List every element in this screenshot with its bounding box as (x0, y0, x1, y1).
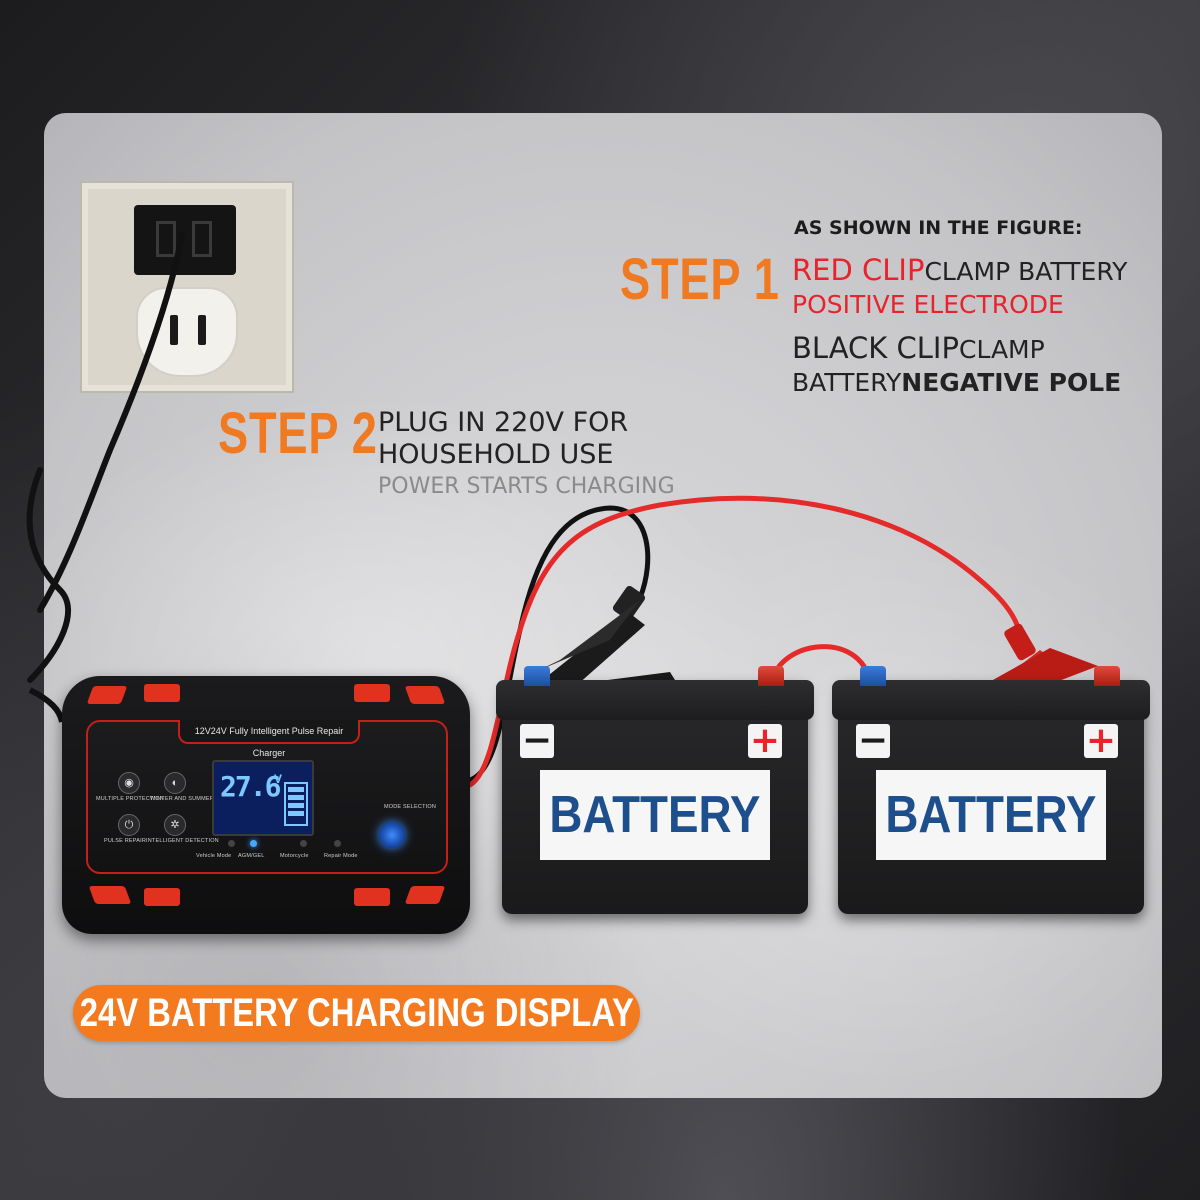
step2-line1: PLUG IN 220V FOR (378, 407, 629, 438)
charging-display-banner: 24V BATTERY CHARGING DISPLAY (73, 985, 640, 1041)
battery-lid (496, 680, 814, 720)
battery-right: − + BATTERY (832, 666, 1150, 914)
step1-black-clip-line: BLACK CLIPCLAMP (792, 332, 1045, 366)
charger-vent (404, 886, 446, 904)
battery-left: − + BATTERY (496, 666, 814, 914)
bridge-cable (769, 644, 873, 685)
charger-vent (144, 684, 180, 702)
red-clip-rest: CLAMP BATTERY (924, 257, 1128, 286)
mode-label: Vehicle Mode (196, 853, 232, 859)
positive-terminal (1094, 666, 1120, 686)
step1-intro: AS SHOWN IN THE FIGURE: (794, 217, 1083, 239)
battery-label: BATTERY (540, 770, 770, 860)
mode-label: Motorcycle (280, 853, 309, 859)
power-cord (37, 232, 185, 613)
step1-red-clip-line2: POSITIVE ELECTRODE (792, 290, 1064, 319)
button-label: MULTIPLE PROTECTION (96, 796, 164, 802)
detection-icon[interactable]: ✲ (164, 814, 186, 836)
minus-icon: − (520, 720, 554, 761)
button-label: WINTER AND SUMMER (150, 796, 214, 802)
step2-line3: POWER STARTS CHARGING (378, 474, 675, 499)
battery-charger: 12V24V Fully Intelligent Pulse Repair Ch… (62, 676, 470, 934)
socket-slot-left (170, 315, 178, 345)
charger-vent (86, 686, 128, 704)
button-label: PULSE REPAIR (104, 838, 147, 844)
battery-label: BATTERY (876, 770, 1106, 860)
mode-indicator (228, 840, 235, 847)
charger-control-panel: 12V24V Fully Intelligent Pulse Repair Ch… (86, 720, 448, 874)
black-clip-rest: CLAMP (958, 335, 1045, 364)
shield-icon[interactable]: ◉ (118, 772, 140, 794)
voltage-unit: V (274, 772, 283, 786)
step1-label: STEP 1 (620, 247, 780, 312)
mode-indicator (334, 840, 341, 847)
plug-prong-right (192, 221, 212, 257)
battery-lid (832, 680, 1150, 720)
minus-icon: − (856, 720, 890, 761)
plug-head (134, 205, 236, 275)
power-cord-loop (26, 467, 72, 683)
plus-icon: + (1084, 720, 1118, 761)
step1-red-clip-line: RED CLIPCLAMP BATTERY (792, 254, 1127, 288)
step2-label: STEP 2 (218, 401, 378, 466)
battery-word: BATTERY (792, 368, 902, 397)
charger-vent (404, 686, 446, 704)
positive-terminal (758, 666, 784, 686)
step1-black-clip-line2: BATTERYNEGATIVE POLE (792, 366, 1121, 399)
black-cable (467, 505, 651, 783)
plus-icon: + (748, 720, 782, 761)
socket-slot-right (198, 315, 206, 345)
charger-vent (354, 888, 390, 906)
pulse-icon[interactable]: ⏻ (118, 814, 140, 836)
battery-level-icon (284, 782, 308, 826)
battery-label-text: BATTERY (549, 786, 761, 844)
step2-line2: HOUSEHOLD USE (378, 439, 614, 470)
negative-pole-text: NEGATIVE POLE (901, 368, 1122, 397)
voltage-readout: 27.6 (220, 770, 281, 803)
red-clip-text: RED CLIP (792, 253, 925, 287)
charger-vent (354, 684, 390, 702)
negative-terminal (524, 666, 550, 686)
mode-label: Repair Mode (324, 853, 358, 859)
mode-selection-label: MODE SELECTION (384, 804, 437, 810)
fingerprint-icon[interactable] (379, 822, 405, 848)
mode-label: AGM/GEL (238, 853, 265, 859)
wall-outlet (80, 181, 294, 393)
mode-indicator-active (250, 840, 257, 847)
banner-text: 24V BATTERY CHARGING DISPLAY (79, 990, 634, 1035)
negative-terminal (860, 666, 886, 686)
plug-prong-left (156, 221, 176, 257)
black-clip-text: BLACK CLIP (792, 331, 959, 365)
charger-title: 12V24V Fully Intelligent Pulse Repair Ch… (178, 720, 360, 758)
charger-vent (88, 886, 132, 904)
sun-moon-icon[interactable]: ◐ (164, 772, 186, 794)
battery-label-text: BATTERY (885, 786, 1097, 844)
power-cord-to-charger (28, 687, 65, 723)
button-label: INTELLIGENT DETECTION (146, 838, 219, 844)
mode-indicator (300, 840, 307, 847)
lcd-display: 27.6 V (212, 760, 314, 836)
charger-vent (144, 888, 180, 906)
